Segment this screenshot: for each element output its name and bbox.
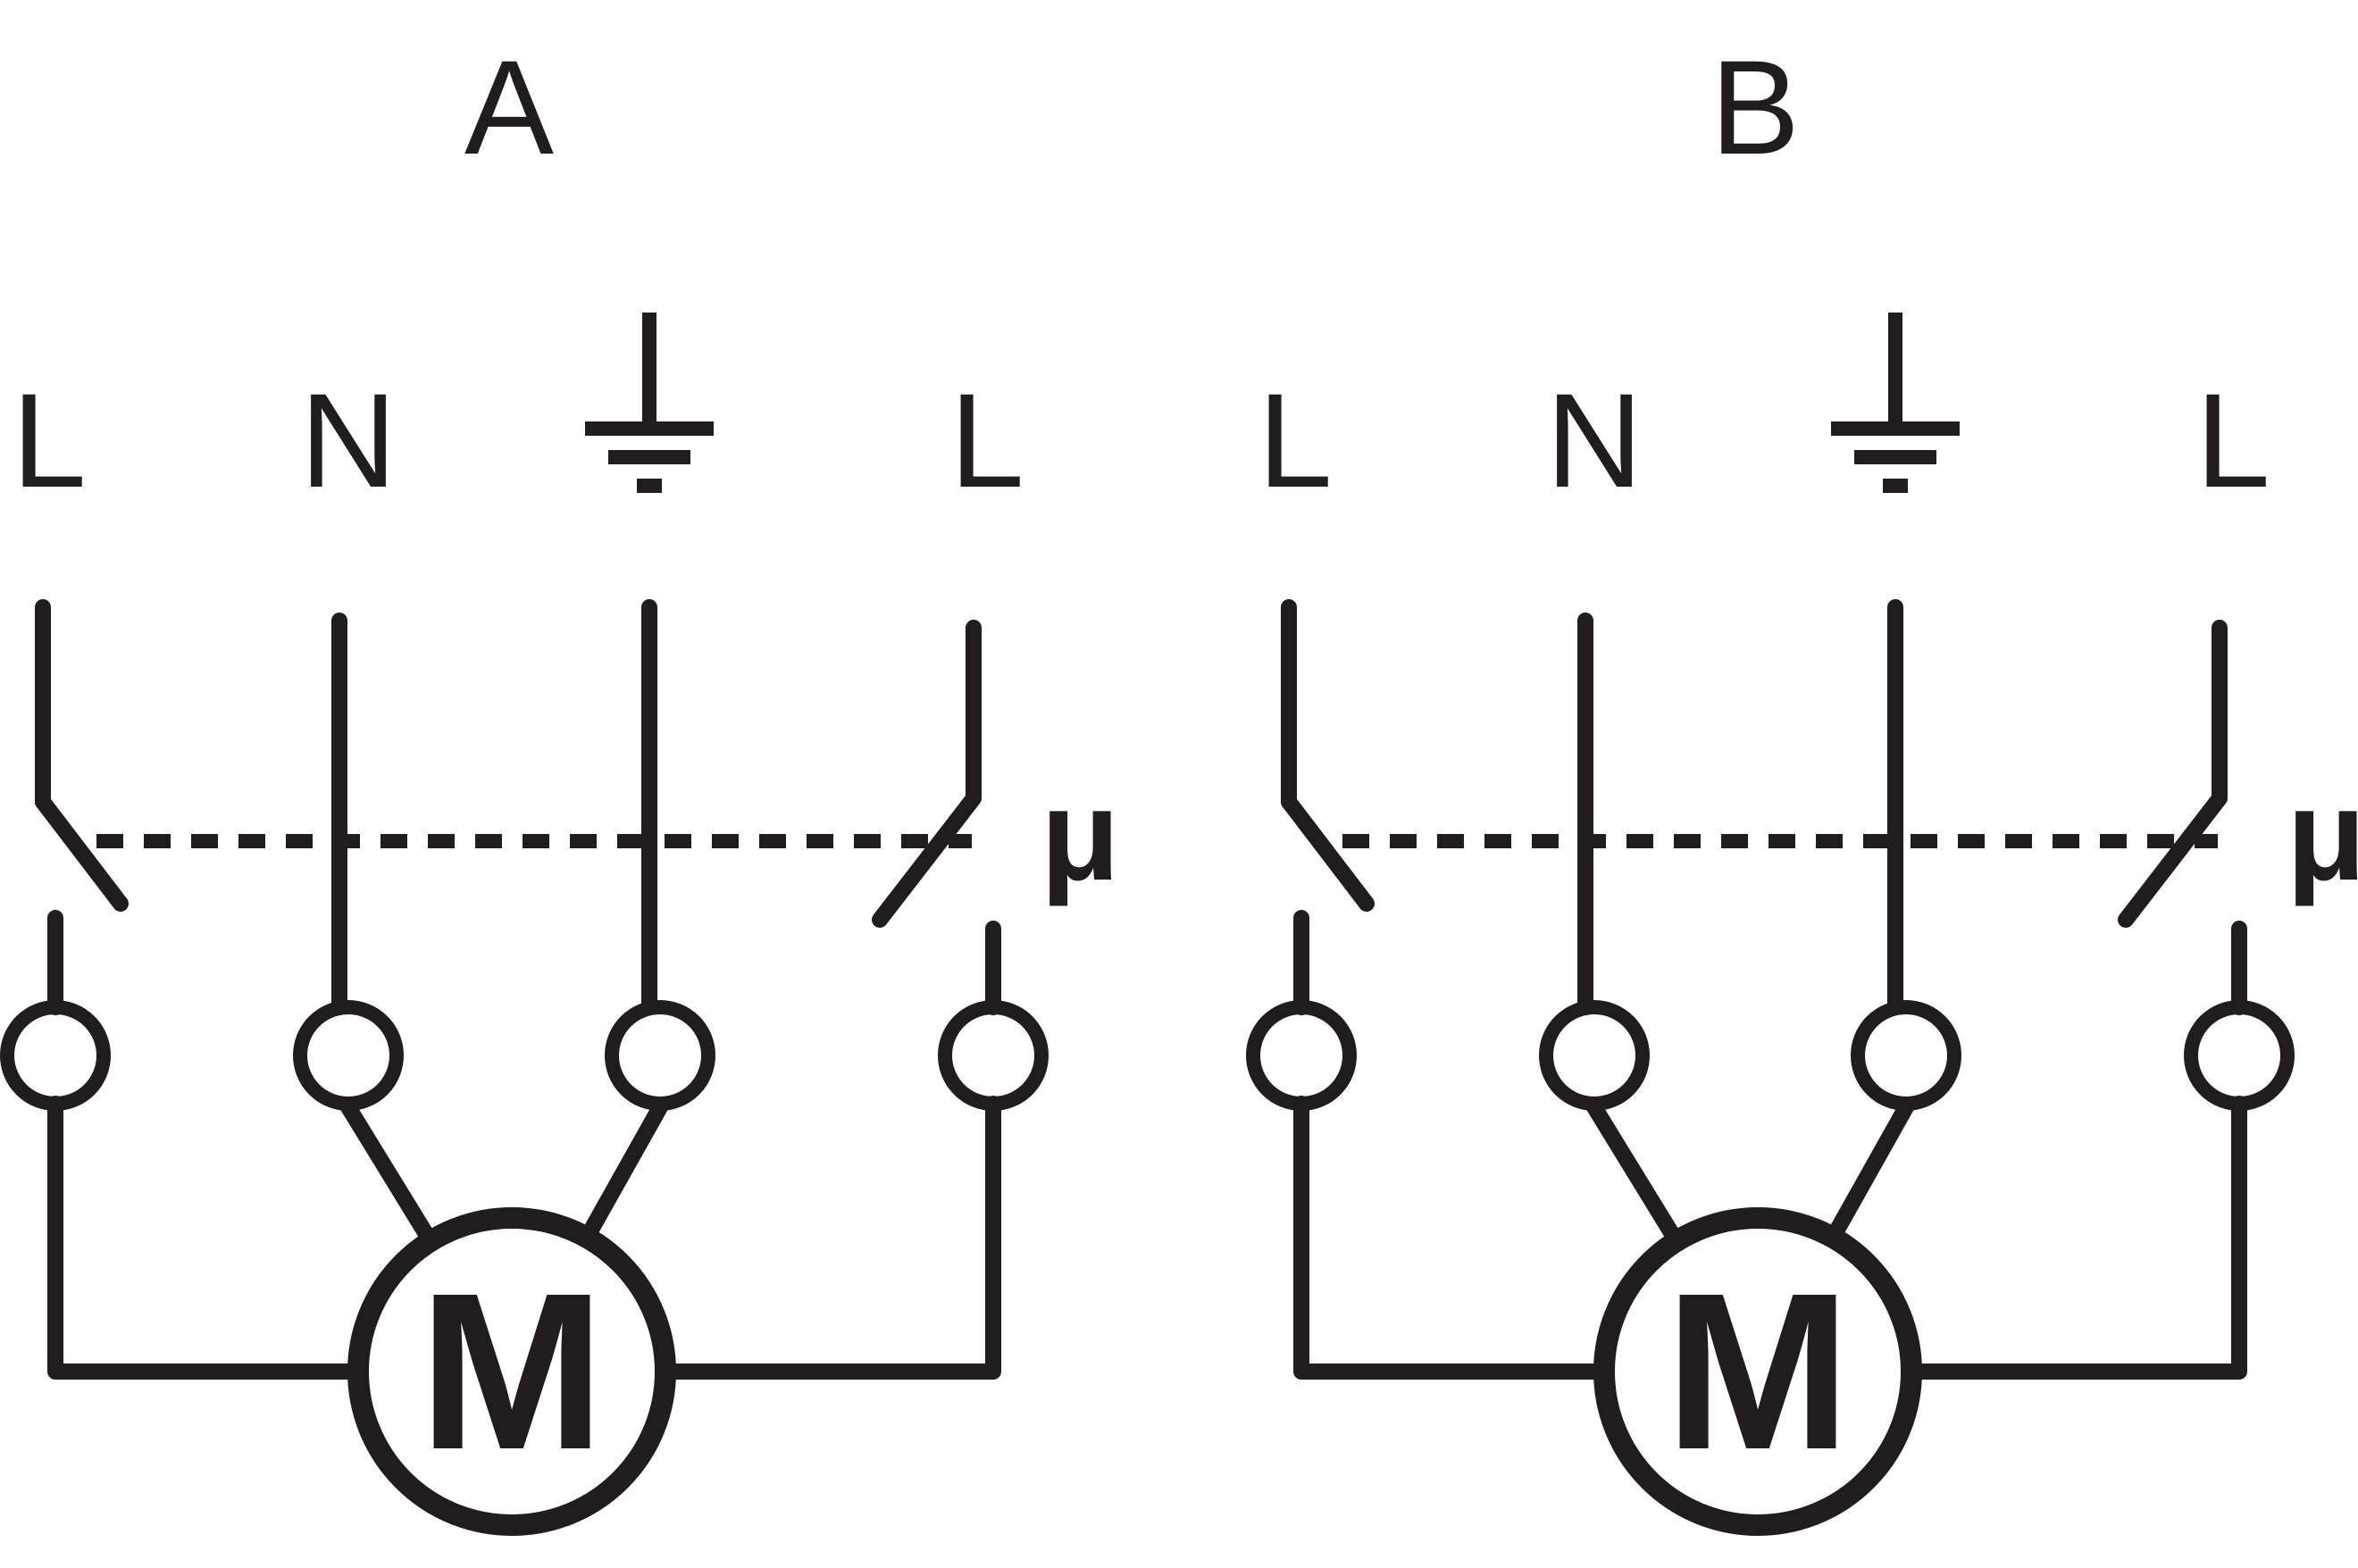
motor-circle [1593, 1207, 1922, 1536]
terminal-circle-1 [1246, 1000, 1357, 1111]
earth-to-motor-wire [1825, 1099, 1914, 1246]
earth-ground-icon [585, 313, 714, 493]
terminal-circle-3 [605, 1000, 715, 1111]
terminal-circle-2 [293, 1000, 404, 1111]
terminal-circle-4 [2184, 1000, 2295, 1111]
right-live-to-motor-wire [657, 1096, 1001, 1380]
diagram-b-motor-label: M [1665, 1247, 1851, 1496]
diagram-a: A L N L μ M [0, 32, 1120, 1536]
pole1-switch-blade [1281, 794, 1375, 912]
earth-to-motor-wire [579, 1099, 668, 1246]
diagram-a-motor-label: M [419, 1247, 605, 1496]
diagram-b-terminal-label-left-live: L [1258, 365, 1332, 515]
pole4-switch-blade [872, 790, 982, 928]
diagram-a-terminal-label-right-live: L [949, 365, 1024, 515]
terminal-circle-3 [1851, 1000, 1961, 1111]
diagram-a-terminal-label-left-live: L [12, 365, 86, 515]
left-live-to-motor-wire [47, 1096, 366, 1380]
neutral-to-motor-wire [340, 1099, 439, 1249]
diagram-a-terminal-label-neutral: N [300, 365, 397, 515]
diagram-b-coupling-label: μ [2287, 763, 2358, 907]
right-live-to-motor-wire [1903, 1096, 2247, 1380]
diagram-a-coupling-label: μ [1041, 763, 1120, 907]
diagram-b-terminal-label-neutral: N [1546, 365, 1643, 515]
earth-ground-icon [1831, 313, 1960, 493]
motor-circle [347, 1207, 676, 1536]
diagram-b-terminal-label-right-live: L [2195, 365, 2270, 515]
terminal-circle-1 [0, 1000, 111, 1111]
pole4-switch-blade [2118, 790, 2228, 928]
terminal-circle-2 [1539, 1000, 1650, 1111]
left-live-to-motor-wire [1293, 1096, 1612, 1380]
terminal-circle-4 [938, 1000, 1049, 1111]
diagram-b: B L N L μ M [1246, 32, 2358, 1536]
diagram-a-title: A [464, 32, 554, 182]
neutral-to-motor-wire [1586, 1099, 1685, 1249]
pole1-switch-blade [35, 794, 129, 912]
diagram-b-title: B [1710, 32, 1800, 182]
